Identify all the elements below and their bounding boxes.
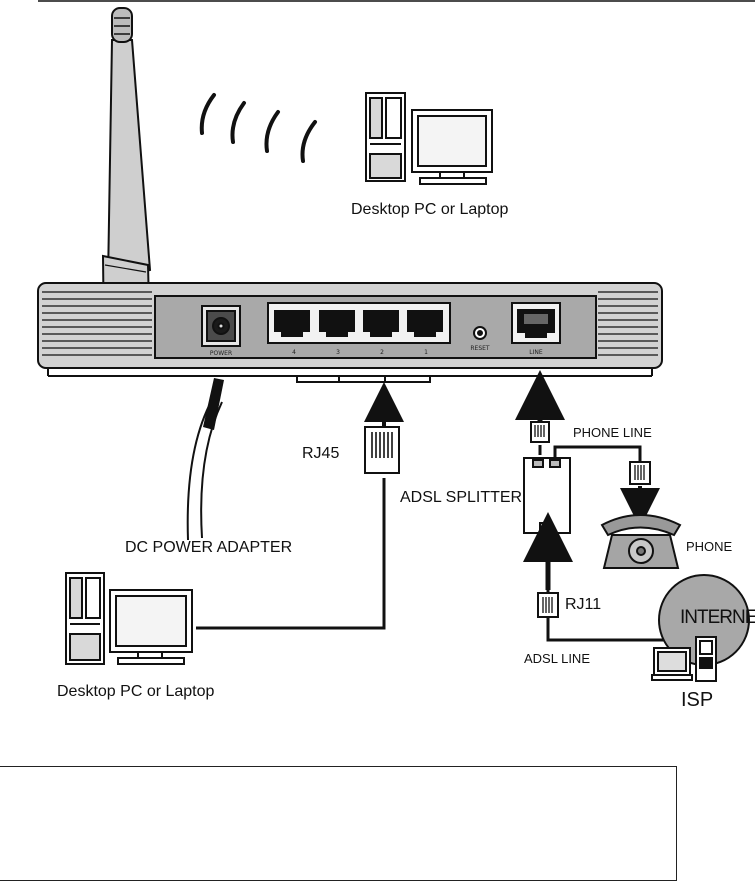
- lan-port-4: [274, 310, 310, 337]
- lan-port-3: [319, 310, 355, 337]
- label-dc-power-adapter: DC POWER ADAPTER: [125, 539, 293, 556]
- lan-bracket: [296, 376, 431, 383]
- desktop-pc-bottom-icon: [65, 572, 193, 665]
- router-label-port-1: 1: [424, 349, 428, 356]
- lan-ports: [267, 302, 451, 344]
- adsl-modem-line: [515, 370, 565, 455]
- rj45-cable: [196, 382, 404, 630]
- label-pc-bottom: Desktop PC or Laptop: [57, 683, 215, 700]
- adsl-splitter: [523, 457, 571, 534]
- phone-line-cable: [553, 445, 642, 462]
- label-phone-line: PHONE LINE: [573, 425, 652, 440]
- label-adsl-splitter: ADSL SPLITTER: [400, 489, 523, 506]
- router-label-line: LINE: [529, 349, 543, 356]
- telephone-icon: [600, 514, 682, 569]
- adsl-line-cable: [523, 512, 668, 642]
- lan-port-1: [407, 310, 443, 337]
- label-isp: ISP: [681, 689, 714, 711]
- router-label-power: POWER: [209, 350, 233, 357]
- desktop-pc-top-icon: [365, 92, 493, 185]
- label-rj45: RJ45: [302, 445, 340, 462]
- reset-button: [473, 326, 487, 340]
- line-port: [511, 302, 561, 344]
- isp-computer-icon: [651, 636, 717, 682]
- power-adapter-cable: [186, 378, 224, 541]
- note-box: [0, 766, 677, 881]
- phone-rj11-connector: [620, 461, 660, 528]
- router-label-port-2: 2: [380, 349, 384, 356]
- router-label-reset: RESET: [470, 345, 490, 352]
- label-internet: INTERNET: [680, 607, 755, 628]
- power-jack: [201, 305, 241, 347]
- router-label-port-3: 3: [336, 349, 340, 356]
- label-phone: PHONE: [686, 539, 733, 554]
- router-label-port-4: 4: [292, 349, 296, 356]
- label-rj11: RJ11: [565, 596, 602, 613]
- label-adsl-line: ADSL LINE: [524, 651, 590, 666]
- label-pc-top: Desktop PC or Laptop: [351, 201, 509, 218]
- lan-port-2: [363, 310, 399, 337]
- wireless-signal-icon: [199, 93, 317, 163]
